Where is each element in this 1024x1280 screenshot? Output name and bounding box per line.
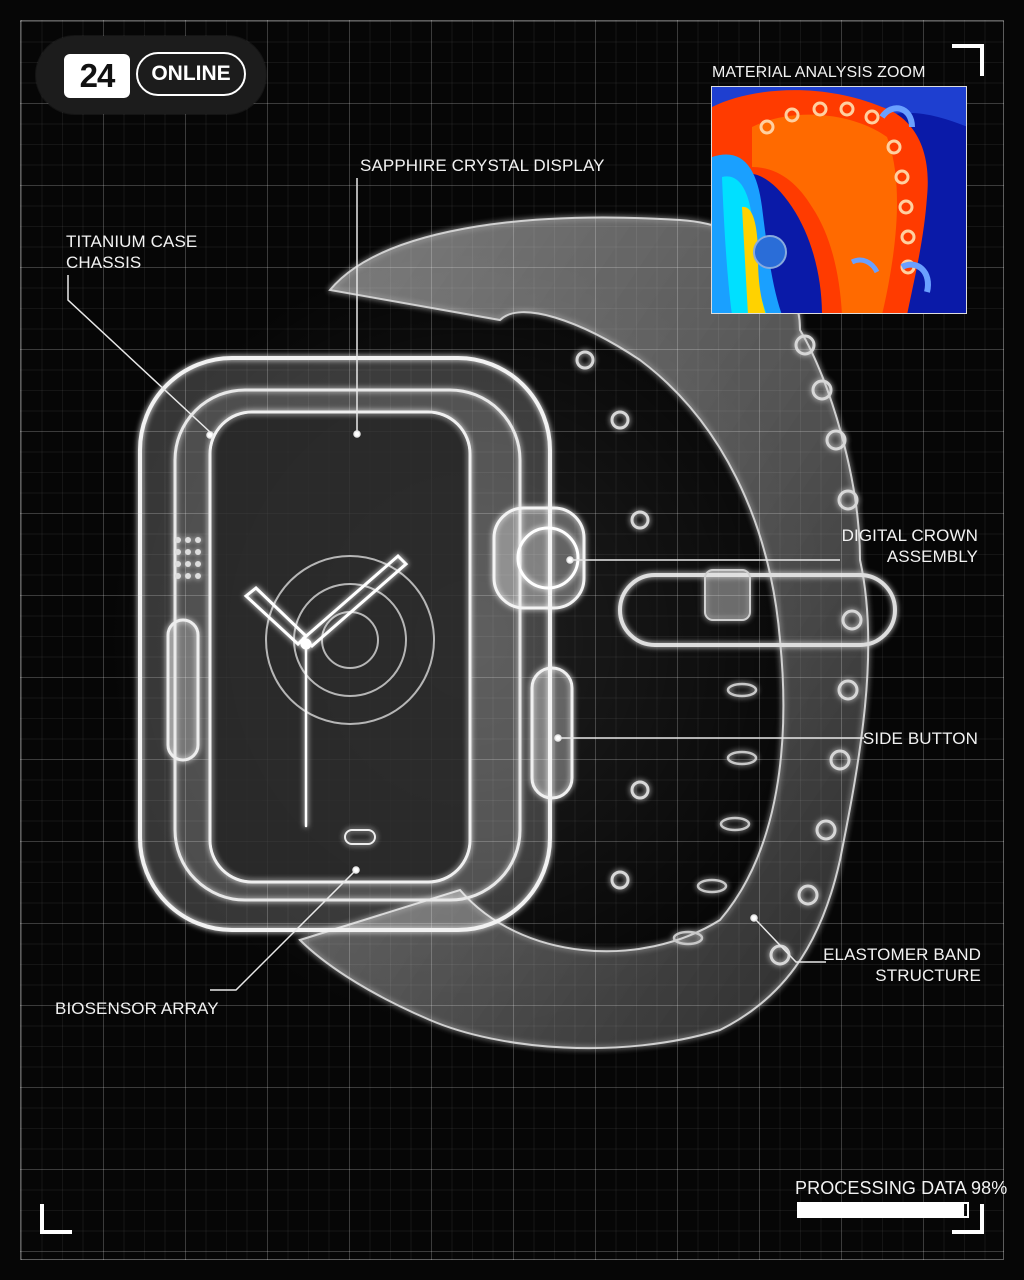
corner-brackets bbox=[40, 44, 984, 1234]
brand-logo[interactable]: 24 ONLINE bbox=[36, 36, 266, 114]
progress-bar bbox=[797, 1202, 969, 1218]
label-band-line2: STRUCTURE bbox=[875, 966, 981, 985]
label-sapphire-display: SAPPHIRE CRYSTAL DISPLAY bbox=[360, 156, 605, 175]
titanium-case bbox=[138, 356, 586, 932]
label-titanium-line2: CHASSIS bbox=[66, 253, 142, 272]
label-titanium-line1: TITANIUM CASE bbox=[66, 232, 198, 251]
material-analysis-inset[interactable] bbox=[711, 86, 967, 314]
watch-hands bbox=[243, 553, 409, 828]
label-crown-line1: DIGITAL CROWN bbox=[841, 526, 978, 545]
label-crown-line2: ASSEMBLY bbox=[886, 547, 978, 566]
elastomer-band bbox=[298, 216, 897, 1050]
progress-bar-fill bbox=[799, 1204, 964, 1216]
callout-leaders bbox=[67, 178, 864, 991]
inset-title: MATERIAL ANALYSIS ZOOM bbox=[712, 64, 926, 81]
progress-label: PROCESSING DATA 98% bbox=[795, 1178, 1008, 1198]
label-biosensor-array: BIOSENSOR ARRAY bbox=[55, 999, 219, 1018]
label-band-line1: ELASTOMER BAND bbox=[823, 945, 981, 964]
brand-logo-number: 24 bbox=[64, 54, 130, 98]
brand-logo-word: ONLINE bbox=[136, 52, 246, 96]
thermal-map-image bbox=[712, 87, 966, 313]
label-side-button: SIDE BUTTON bbox=[862, 729, 978, 748]
